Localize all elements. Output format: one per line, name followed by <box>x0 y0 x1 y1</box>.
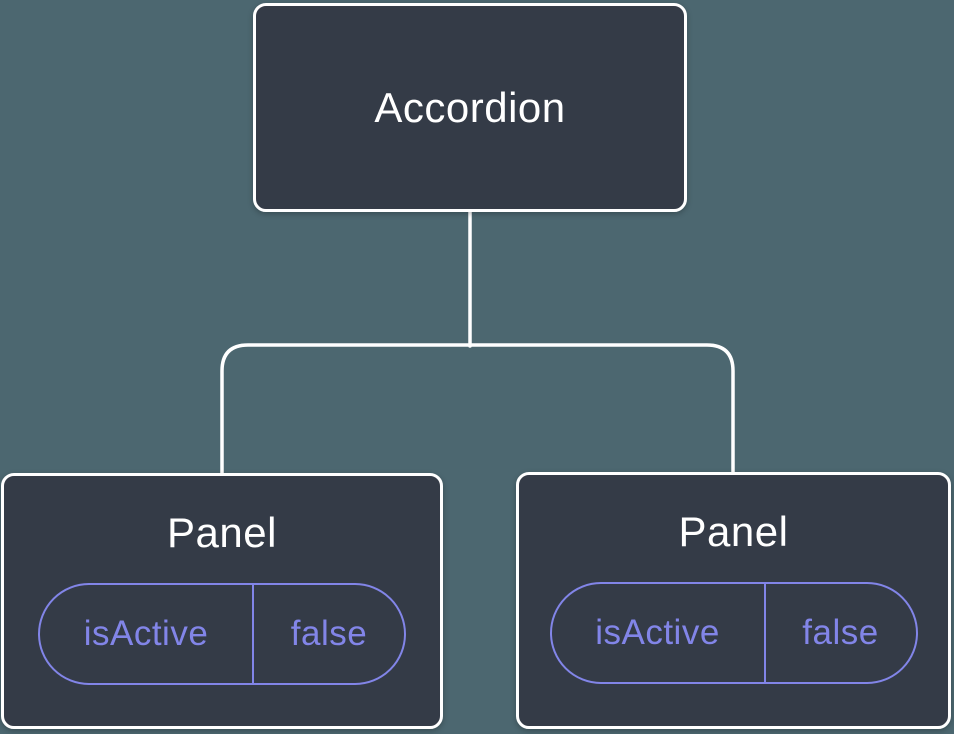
state-pill: isActive false <box>549 582 918 685</box>
state-pill: isActive false <box>38 583 406 686</box>
node-panel-label: Panel <box>678 508 789 555</box>
node-accordion: Accordion <box>253 3 687 212</box>
node-panel-right: Panel isActive false <box>516 472 951 729</box>
node-panel-label: Panel <box>167 509 277 556</box>
node-accordion-label: Accordion <box>374 83 566 131</box>
state-name: isActive <box>40 585 254 684</box>
state-name: isActive <box>552 584 766 683</box>
state-value: false <box>802 613 879 653</box>
state-value: false <box>290 614 368 654</box>
node-panel-left: Panel isActive false <box>1 473 443 729</box>
connector-branch <box>220 343 735 477</box>
